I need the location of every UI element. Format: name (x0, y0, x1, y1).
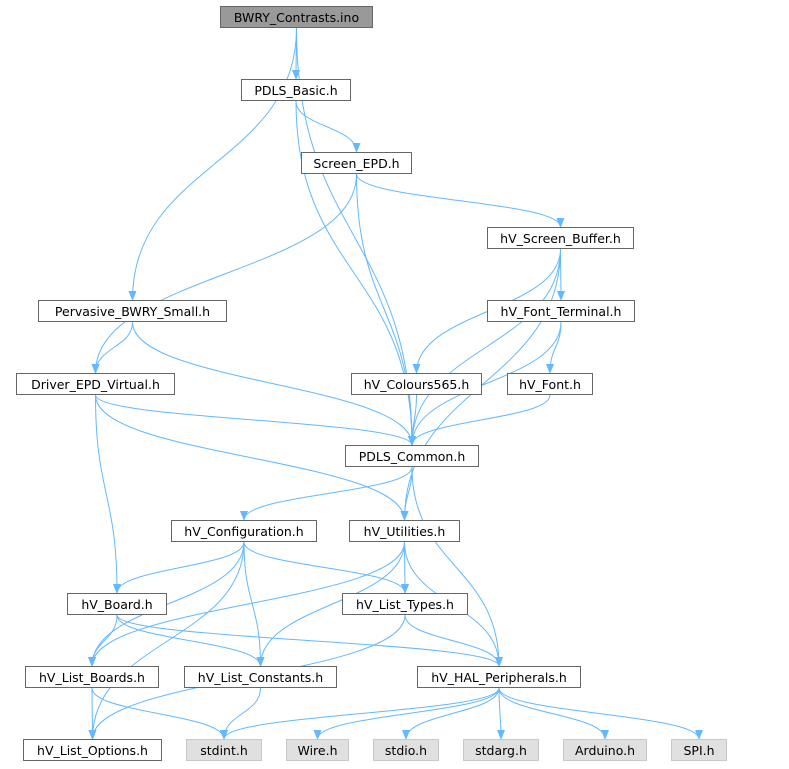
node-spi-h[interactable]: SPI.h (671, 739, 727, 761)
edge-screen_epd-to-pdls_common (356, 173, 416, 446)
node-bwry-contrasts-ino[interactable]: BWRY_Contrasts.ino (220, 6, 373, 28)
edge-pdls_basic-to-screen_epd (295, 100, 361, 153)
node-stdint-h[interactable]: stdint.h (186, 739, 262, 761)
edge-hv_configuration-to-hv_list_boards (88, 541, 245, 667)
edge-hv_configuration-to-hv_board (113, 541, 245, 594)
node-hv-list-constants-h[interactable]: hV_List_Constants.h (184, 666, 337, 688)
edge-hv_font_terminal-to-pdls_common (408, 321, 562, 446)
edge-hv_font_terminal-to-hv_font (546, 321, 562, 374)
edge-pervasive_bwry_small-to-pdls_common (132, 321, 416, 446)
edge-screen_epd-to-hv_screen_buffer (356, 173, 565, 228)
edge-hv_utilities-to-hv_list_boards (88, 541, 405, 667)
edge-hv_hal_peripherals-to-spi (498, 687, 703, 740)
node-hv-font-terminal-h[interactable]: hV_Font_Terminal.h (487, 300, 635, 322)
edge-driver_epd_virtual-to-hv_utilities (95, 394, 409, 521)
node-stdio-h[interactable]: stdio.h (373, 739, 439, 761)
edge-hv_configuration-to-hv_list_types (243, 541, 409, 594)
edge-hv_hal_peripherals-to-arduino (498, 687, 609, 740)
node-hv-list-options-h[interactable]: hV_List_Options.h (23, 739, 162, 761)
node-hv-list-types-h[interactable]: hV_List_Types.h (342, 593, 468, 615)
node-pdls-common-h[interactable]: PDLS_Common.h (345, 445, 479, 467)
edge-hv_board-to-hv_list_boards (88, 614, 118, 667)
node-hv-board-h[interactable]: hV_Board.h (67, 593, 167, 615)
edge-hv_hal_peripherals-to-stdio (402, 687, 500, 740)
edge-bwry_contrasts-to-pdls_common (296, 27, 416, 446)
node-arduino-h[interactable]: Arduino.h (563, 739, 647, 761)
edge-hv_configuration-to-hv_list_constants (243, 541, 265, 667)
node-hv-screen-buffer-h[interactable]: hV_Screen_Buffer.h (487, 227, 634, 249)
node-hv-font-h[interactable]: hV_Font.h (507, 373, 593, 395)
edge-hv_board-to-hv_hal_peripherals (116, 614, 503, 667)
node-driver-epd-virtual-h[interactable]: Driver_EPD_Virtual.h (16, 373, 175, 395)
node-wire-h[interactable]: Wire.h (286, 739, 349, 761)
node-hv-list-boards-h[interactable]: hV_List_Boards.h (25, 666, 159, 688)
edge-pervasive_bwry_small-to-driver_epd_virtual (91, 321, 133, 374)
node-hv-configuration-h[interactable]: hV_Configuration.h (171, 520, 317, 542)
edge-hv_font-to-pdls_common (408, 394, 551, 446)
node-hv-utilities-h[interactable]: hV_Utilities.h (349, 520, 460, 542)
edge-pdls_common-to-hv_configuration (240, 466, 413, 521)
edge-hv_utilities-to-hv_list_constants (256, 541, 405, 667)
edge-pdls_common-to-hv_hal_peripherals (411, 466, 503, 667)
edge-hv_screen_buffer-to-pdls_common (408, 248, 561, 446)
edge-hv_configuration-to-hv_list_options (88, 541, 245, 740)
edge-hv_list_constants-to-stdint (220, 687, 261, 740)
edge-driver_epd_virtual-to-hv_board (95, 394, 121, 594)
edge-screen_epd-to-driver_epd_virtual (91, 173, 357, 374)
edge-driver_epd_virtual-to-pdls_common (95, 394, 416, 446)
edge-hv_list_boards-to-hv_list_options (88, 687, 97, 740)
node-pervasive-bwry-small-h[interactable]: Pervasive_BWRY_Small.h (38, 300, 227, 322)
node-screen-epd-h[interactable]: Screen_EPD.h (301, 152, 412, 174)
edge-hv_board-to-hv_list_constants (116, 614, 265, 667)
node-hv-colours565-h[interactable]: hV_Colours565.h (351, 373, 482, 395)
node-stdarg-h[interactable]: stdarg.h (463, 739, 539, 761)
edge-hv_hal_peripherals-to-wire (313, 687, 500, 740)
edge-bwry_contrasts-to-pervasive_bwry_small (128, 27, 297, 301)
edge-hv_list_boards-to-stdint (91, 687, 228, 740)
edge-hv_list_types-to-hv_hal_peripherals (404, 614, 503, 667)
node-hv-hal-peripherals-h[interactable]: hV_HAL_Peripherals.h (417, 666, 581, 688)
edge-hv_hal_peripherals-to-stdint (220, 687, 500, 740)
node-pdls-basic-h[interactable]: PDLS_Basic.h (241, 79, 351, 101)
edge-hv_hal_peripherals-to-stdarg (496, 687, 505, 740)
